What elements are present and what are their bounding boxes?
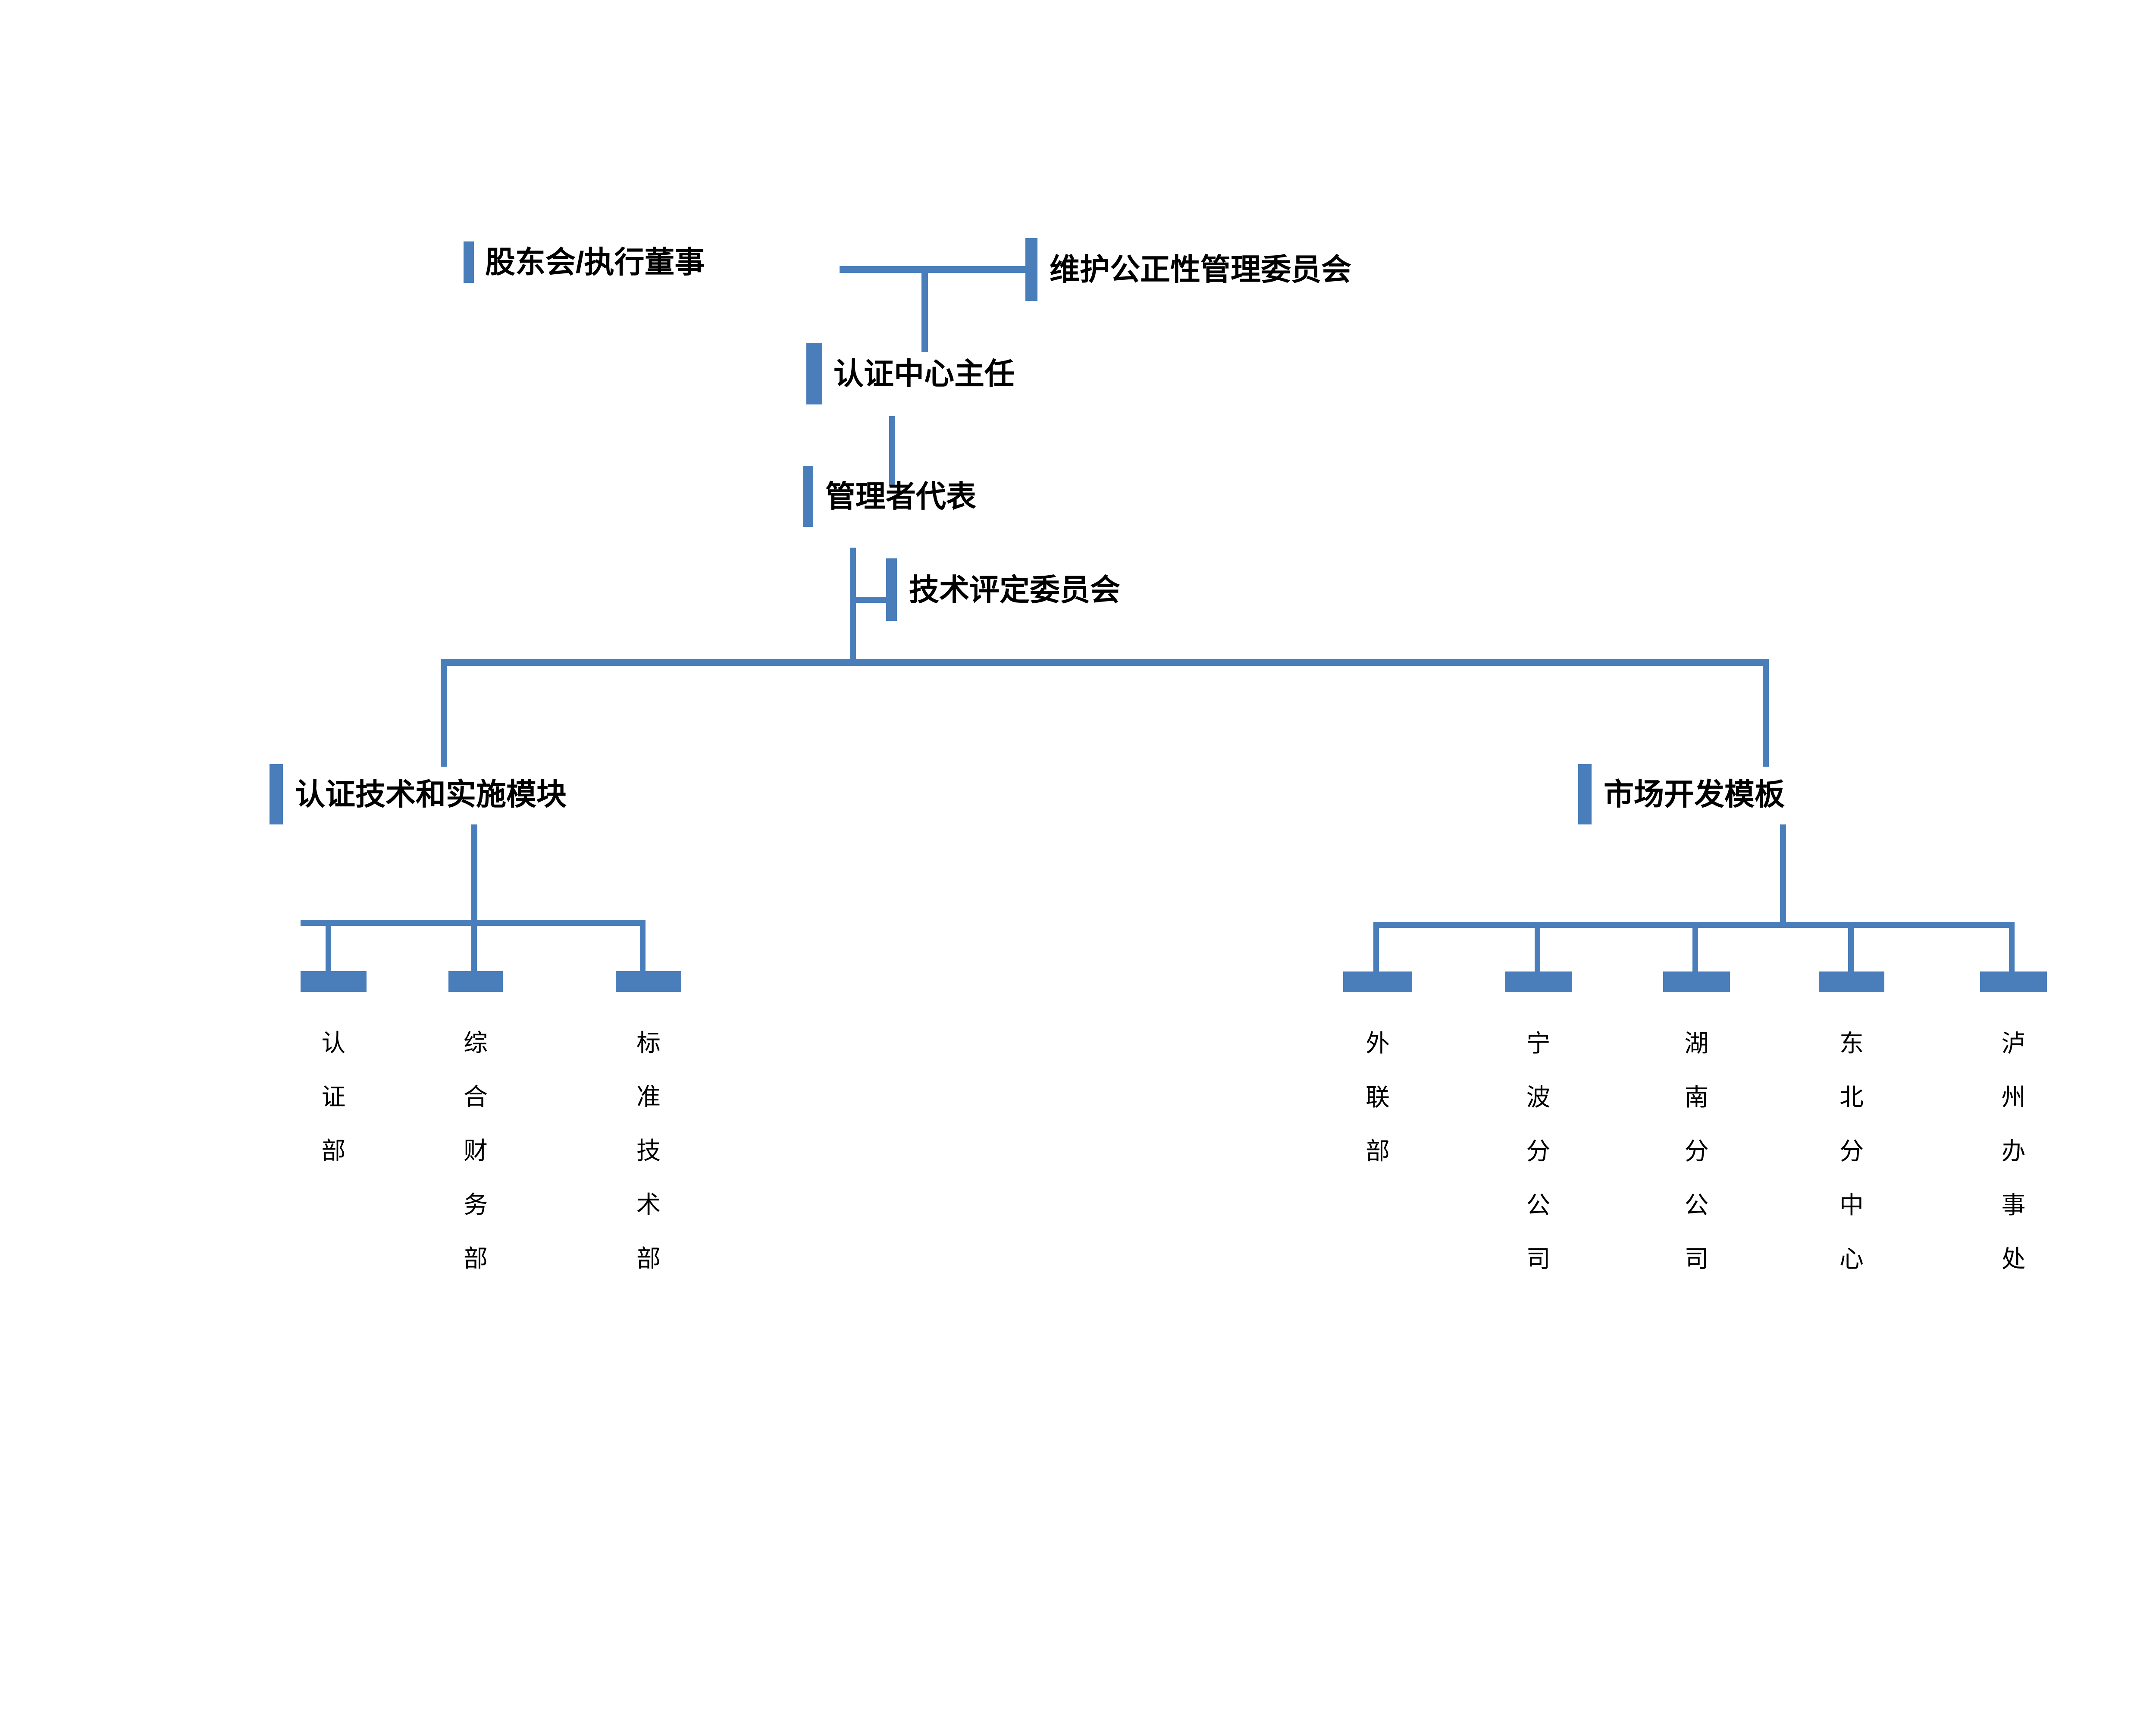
leaf-accent-bar bbox=[1819, 971, 1884, 992]
leaf-node-external-affairs[interactable]: 外联部 bbox=[1343, 971, 1412, 1178]
leaf-accent-bar bbox=[301, 971, 367, 992]
connector-right-leaf-stem-3 bbox=[1692, 922, 1698, 975]
node-accent-bar bbox=[806, 343, 822, 404]
leaf-label-vertical: 认证部 bbox=[321, 1029, 346, 1164]
node-accent-bar bbox=[270, 764, 283, 824]
node-center-director[interactable]: 认证中心主任 bbox=[806, 343, 1015, 404]
connector-top-to-director bbox=[921, 266, 928, 352]
leaf-accent-bar bbox=[1343, 971, 1412, 992]
connector-right-leaf-stem-1 bbox=[1373, 922, 1379, 975]
leaf-accent-bar bbox=[448, 971, 503, 992]
connector-right-module-stem bbox=[1780, 824, 1786, 923]
connector-rep-to-techcommittee bbox=[850, 597, 889, 603]
connector-main-bus bbox=[441, 659, 1769, 666]
connector-left-leaf-stem-1 bbox=[326, 920, 331, 974]
leaf-accent-bar bbox=[1663, 971, 1730, 992]
leaf-label-vertical: 外联部 bbox=[1366, 1030, 1390, 1165]
node-technical-committee[interactable]: 技术评定委员会 bbox=[886, 558, 1120, 621]
node-accent-bar bbox=[803, 466, 813, 527]
leaf-label-vertical: 湖南分公司 bbox=[1684, 1030, 1709, 1272]
connector-right-leaf-stem-2 bbox=[1535, 922, 1540, 975]
node-cert-tech-module[interactable]: 认证技术和实施模块 bbox=[270, 764, 567, 824]
leaf-node-ningbo-branch[interactable]: 宁波分公司 bbox=[1505, 971, 1572, 1286]
node-accent-bar bbox=[886, 558, 897, 621]
node-technical-committee-label: 技术评定委员会 bbox=[909, 573, 1120, 607]
leaf-label-vertical: 宁波分公司 bbox=[1526, 1030, 1551, 1272]
leaf-node-cert-dept[interactable]: 认证部 bbox=[301, 971, 367, 1178]
leaf-label-vertical: 泸州办事处 bbox=[2001, 1030, 2026, 1272]
connector-left-leaf-stem-2 bbox=[471, 920, 477, 974]
connector-left-module-stem bbox=[471, 824, 477, 923]
connector-right-leaf-stem-5 bbox=[2009, 922, 2015, 975]
leaf-label-vertical: 标准技术部 bbox=[636, 1029, 661, 1272]
node-management-rep-label: 管理者代表 bbox=[825, 479, 976, 513]
leaf-label-vertical: 综合财务部 bbox=[464, 1029, 488, 1272]
connector-bus-right-drop bbox=[1763, 659, 1769, 767]
node-market-dev-module-label: 市场开发模板 bbox=[1604, 777, 1785, 811]
connector-bus-left-drop bbox=[441, 659, 447, 767]
node-accent-bar bbox=[1578, 764, 1592, 824]
connector-left-leaf-stem-3 bbox=[640, 920, 646, 974]
connector-director-to-rep bbox=[889, 416, 895, 486]
leaf-accent-bar bbox=[1980, 971, 2047, 992]
leaf-node-standards-dept[interactable]: 标准技术部 bbox=[616, 971, 681, 1285]
node-shareholders-label: 股东会/执行董事 bbox=[485, 245, 705, 279]
node-management-rep[interactable]: 管理者代表 bbox=[803, 466, 976, 527]
leaf-node-hunan-branch[interactable]: 湖南分公司 bbox=[1663, 971, 1730, 1286]
leaf-node-northeast-center[interactable]: 东北分中心 bbox=[1819, 971, 1884, 1286]
connector-right-leaf-stem-4 bbox=[1848, 922, 1854, 975]
node-cert-tech-module-label: 认证技术和实施模块 bbox=[295, 777, 567, 811]
node-shareholders[interactable]: 股东会/执行董事 bbox=[464, 241, 705, 283]
node-accent-bar bbox=[1025, 238, 1037, 301]
leaf-node-finance-dept[interactable]: 综合财务部 bbox=[448, 971, 503, 1285]
connector-top-horizontal bbox=[840, 266, 1028, 273]
node-impartiality-committee[interactable]: 维护公正性管理委员会 bbox=[1025, 238, 1351, 301]
node-accent-bar bbox=[464, 241, 474, 283]
leaf-accent-bar bbox=[1505, 971, 1572, 992]
leaf-node-luzhou-office[interactable]: 泸州办事处 bbox=[1980, 971, 2047, 1286]
node-market-dev-module[interactable]: 市场开发模板 bbox=[1578, 764, 1785, 824]
leaf-accent-bar bbox=[616, 971, 681, 992]
node-impartiality-committee-label: 维护公正性管理委员会 bbox=[1050, 253, 1351, 286]
node-center-director-label: 认证中心主任 bbox=[834, 357, 1015, 391]
leaf-label-vertical: 东北分中心 bbox=[1839, 1030, 1864, 1272]
connector-rep-vertical bbox=[850, 548, 856, 664]
